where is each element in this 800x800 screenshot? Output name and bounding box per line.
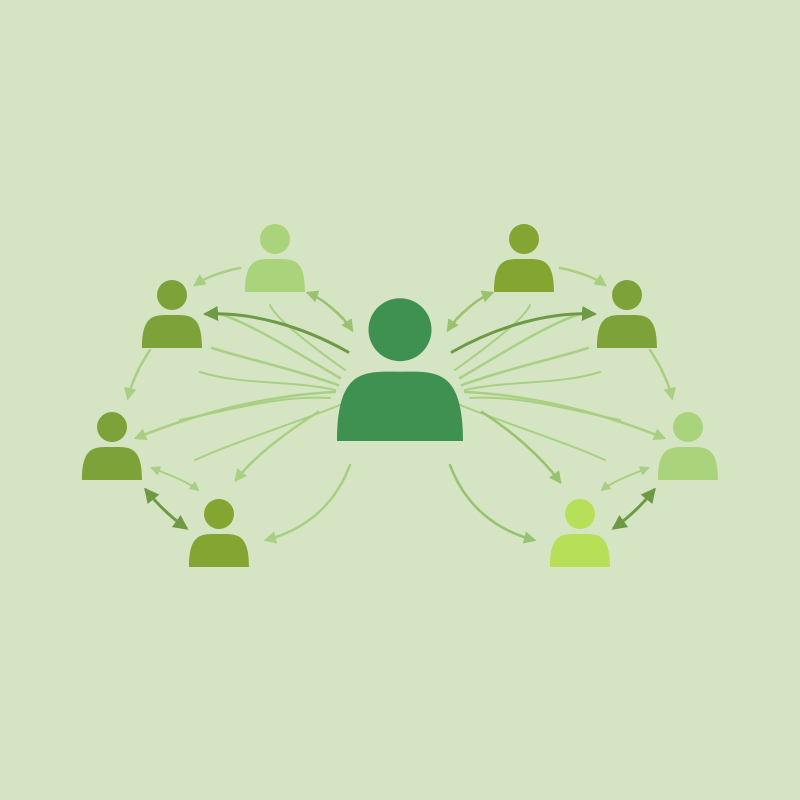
flow-line	[199, 371, 336, 391]
person-body	[245, 258, 305, 292]
arrow-right-middle-right-bottom	[611, 487, 656, 530]
person-icon-left-bottom	[189, 499, 249, 567]
person-icon-right-bottom	[550, 499, 610, 567]
arrow-right-top-to-right-upper	[558, 266, 608, 287]
arrow-center-low-to-right-bottom	[448, 463, 537, 544]
person-icon-right-upper	[597, 280, 657, 348]
arrow-center-low-to-left-bottom	[263, 463, 352, 544]
arrow-left-middle-left-bottom	[144, 487, 189, 530]
connector-arrows	[124, 266, 676, 544]
flow-line	[454, 304, 531, 371]
arrow-center-to-right-upper	[450, 305, 597, 354]
arrow-center-to-left-middle	[133, 390, 337, 441]
person-icon-right-top	[494, 224, 554, 292]
person-body	[82, 446, 142, 480]
arrow-center-right-top	[446, 290, 495, 333]
arrow-left-top-to-left-upper	[192, 266, 242, 287]
person-icon-left-middle	[82, 412, 142, 480]
person-body	[189, 533, 249, 567]
arrow-right-upper-to-right-middle	[648, 348, 676, 401]
arrow-left-upper-to-left-middle	[124, 348, 152, 401]
person-head	[157, 280, 187, 310]
person-head	[565, 499, 595, 529]
person-body	[337, 371, 463, 441]
people	[82, 224, 718, 567]
flow-line	[269, 304, 346, 371]
person-body	[550, 533, 610, 567]
flow-line	[459, 404, 606, 461]
flow-line	[213, 310, 342, 380]
arrow-center-left-top	[305, 290, 354, 333]
person-head	[368, 298, 432, 362]
flow-line	[210, 346, 340, 387]
person-body	[142, 314, 202, 348]
arrow-center-to-left-bottom	[234, 410, 320, 482]
person-head	[673, 412, 703, 442]
flow-line	[464, 371, 601, 391]
arrow-center-to-right-bottom	[480, 410, 562, 485]
arrow-center-to-left-upper	[203, 305, 350, 354]
person-icon-left-top	[245, 224, 305, 292]
person-head	[97, 412, 127, 442]
person-icon-left-upper	[142, 280, 202, 348]
person-head	[509, 224, 539, 254]
person-head	[260, 224, 290, 254]
person-body	[658, 446, 718, 480]
flow-line	[194, 404, 341, 461]
arrow-right-middle-right-bottom-light	[600, 466, 650, 492]
person-head	[612, 280, 642, 310]
person-icon-center	[337, 298, 463, 441]
person-body	[597, 314, 657, 348]
arrow-center-to-right-middle	[463, 390, 667, 441]
person-body	[494, 258, 554, 292]
flow-line	[460, 346, 590, 387]
person-head	[204, 499, 234, 529]
flow-line	[458, 310, 587, 380]
person-icon-right-middle	[658, 412, 718, 480]
arrow-left-middle-left-bottom-light	[150, 466, 200, 492]
flow-lines	[179, 304, 621, 461]
